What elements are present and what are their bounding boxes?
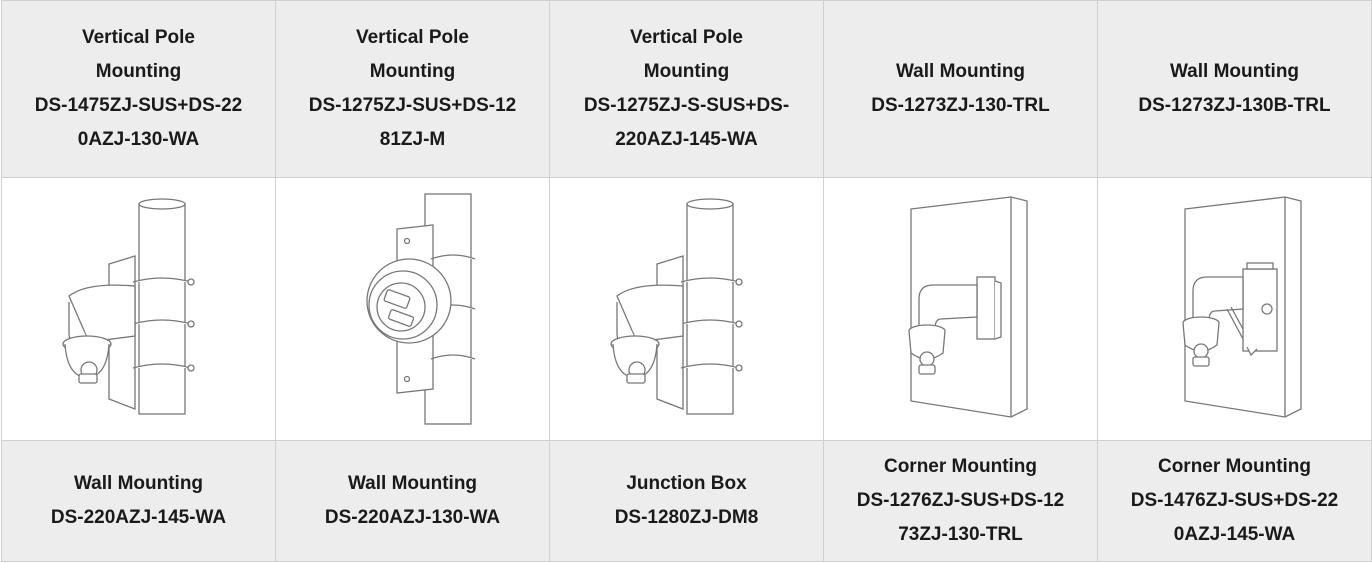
label-line: Wall Mounting: [1169, 61, 1300, 82]
label-cell: Vertical Pole Mounting DS-1275ZJ-SUS+DS-…: [275, 0, 550, 178]
model-line: DS-220AZJ-145-WA: [50, 507, 227, 528]
label-line: Vertical Pole: [355, 27, 469, 48]
label-cell: Wall Mounting DS-1273ZJ-130B-TRL: [1097, 0, 1372, 178]
model-line: DS-1475ZJ-SUS+DS-22: [34, 95, 243, 116]
model-line: DS-1275ZJ-S-SUS+DS-: [583, 95, 790, 116]
model-line: 0AZJ-130-WA: [77, 129, 200, 150]
image-row: [1, 177, 1372, 441]
label-line: Vertical Pole: [629, 27, 743, 48]
pole-mount-wall-arm-icon: [61, 198, 195, 415]
label-cell: Vertical Pole Mounting DS-1475ZJ-SUS+DS-…: [1, 0, 276, 178]
label-line: Vertical Pole: [81, 27, 195, 48]
label-line: Corner Mounting: [1157, 456, 1312, 477]
image-cell: [275, 177, 550, 441]
wall-mount-arm-junction-box-icon: [1181, 196, 1302, 418]
image-cell: [1097, 177, 1372, 441]
pole-mount-turret-front-icon: [365, 193, 475, 425]
image-cell: [1, 177, 276, 441]
image-cell: [823, 177, 1098, 441]
model-line: DS-220AZJ-130-WA: [324, 507, 501, 528]
label-cell: Corner Mounting DS-1276ZJ-SUS+DS-12 73ZJ…: [823, 440, 1098, 562]
label-line: Mounting: [643, 61, 730, 82]
label-line: Mounting: [95, 61, 182, 82]
wall-mount-arm-icon: [907, 196, 1028, 418]
bottom-label-row: Wall Mounting DS-220AZJ-145-WA Wall Moun…: [1, 440, 1372, 562]
label-line: Mounting: [369, 61, 456, 82]
model-line: DS-1273ZJ-130-TRL: [871, 95, 1050, 116]
model-line: DS-1476ZJ-SUS+DS-22: [1130, 490, 1339, 511]
model-line: DS-1280ZJ-DM8: [614, 507, 759, 528]
image-cell: [549, 177, 824, 441]
model-line: 73ZJ-130-TRL: [898, 524, 1023, 545]
model-line: 220AZJ-145-WA: [615, 129, 758, 150]
label-cell: Wall Mounting DS-1273ZJ-130-TRL: [823, 0, 1098, 178]
label-line: Junction Box: [626, 473, 747, 494]
label-line: Wall Mounting: [73, 473, 204, 494]
label-line: Corner Mounting: [883, 456, 1038, 477]
model-line: DS-1276ZJ-SUS+DS-12: [856, 490, 1065, 511]
model-line: 0AZJ-145-WA: [1173, 524, 1296, 545]
label-cell: Wall Mounting DS-220AZJ-145-WA: [1, 440, 276, 562]
model-line: DS-1273ZJ-130B-TRL: [1138, 95, 1331, 116]
label-cell: Corner Mounting DS-1476ZJ-SUS+DS-22 0AZJ…: [1097, 440, 1372, 562]
top-label-row: Vertical Pole Mounting DS-1475ZJ-SUS+DS-…: [1, 0, 1372, 178]
label-line: Wall Mounting: [347, 473, 478, 494]
label-cell: Wall Mounting DS-220AZJ-130-WA: [275, 440, 550, 562]
label-cell: Junction Box DS-1280ZJ-DM8: [549, 440, 824, 562]
pole-mount-wall-arm-icon: [609, 198, 743, 415]
model-line: DS-1275ZJ-SUS+DS-12: [308, 95, 517, 116]
label-cell: Vertical Pole Mounting DS-1275ZJ-S-SUS+D…: [549, 0, 824, 178]
model-line: 81ZJ-M: [379, 129, 446, 150]
label-line: Wall Mounting: [895, 61, 1026, 82]
